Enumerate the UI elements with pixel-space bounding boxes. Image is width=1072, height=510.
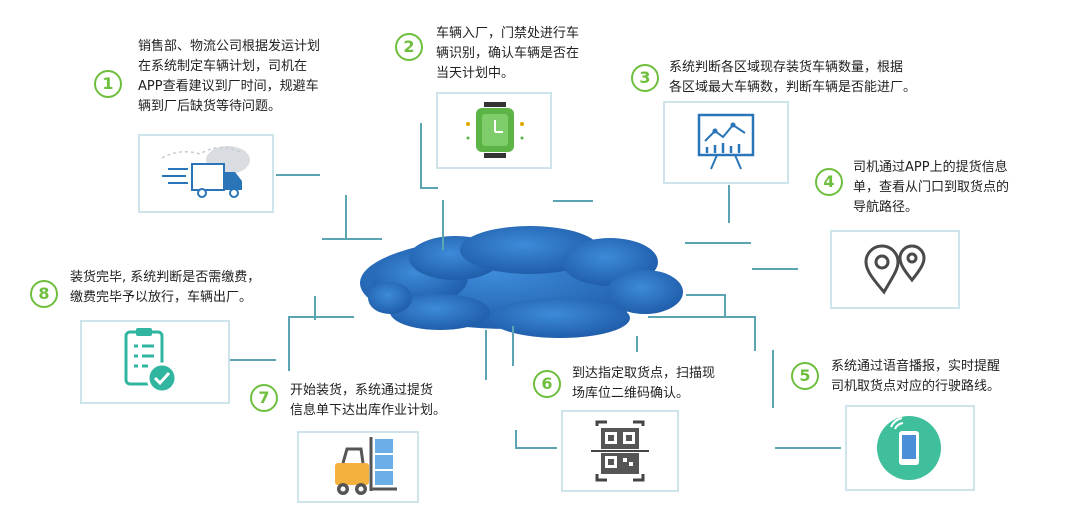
connector-line — [420, 187, 438, 189]
step-text-line: 销售部、物流公司根据发运计划 — [138, 39, 321, 54]
connector-line — [442, 200, 444, 250]
connector-line — [322, 238, 382, 240]
connector-line — [288, 316, 354, 318]
step-text-line: 导航路径。 — [853, 200, 919, 215]
phone-icon — [877, 416, 941, 480]
step-description: 装货完毕, 系统判断是否需缴费， 缴费完毕予以放行，车辆出厂。 — [70, 268, 260, 308]
map-pin-icon — [864, 244, 926, 295]
connector-line — [685, 242, 751, 244]
step-text-line: 开始装货，系统通过提货 — [290, 383, 434, 398]
connector-line — [314, 296, 316, 320]
connector-line — [230, 359, 276, 361]
step-description: 到达指定取货点，扫描现 场库位二维码确认。 — [572, 364, 715, 404]
step-number-badge: 5 — [791, 362, 819, 390]
qr-scan-icon — [591, 420, 649, 482]
step-text-line: 车辆入厂，门禁处进行车 — [436, 26, 580, 41]
step-number-badge: 6 — [533, 370, 561, 398]
connector-line — [752, 268, 798, 270]
connector-line — [288, 316, 290, 371]
connector-line — [648, 316, 754, 318]
step-text-line: 系统判断各区域现存装货车辆数量，根据 — [669, 60, 904, 75]
step-text-line: 当天计划中。 — [436, 66, 515, 81]
step-number-badge: 3 — [631, 64, 659, 92]
connector-line — [515, 430, 517, 448]
step-icon-card — [830, 230, 960, 309]
step-description: 司机通过APP上的提货信息 单，查看从门口到取货点的 导航路径。 — [853, 158, 1009, 218]
connector-line — [485, 330, 487, 380]
step-number-badge: 1 — [94, 70, 122, 98]
connector-line — [420, 123, 422, 187]
step-text-line: 辆到厂后缺货等待问题。 — [138, 99, 282, 114]
step-text-line: 司机取货点对应的行驶路线。 — [831, 379, 1001, 394]
connector-line — [686, 294, 724, 296]
step-icon-card — [138, 134, 274, 213]
connector-line — [345, 195, 347, 238]
clipboard-check-icon — [124, 328, 178, 394]
connector-line — [775, 447, 841, 449]
step-icon-card — [663, 101, 789, 184]
connector-line — [515, 447, 557, 449]
step-text-line: 装货完毕, 系统判断是否需缴费， — [70, 270, 261, 285]
step-text-line: 信息单下达出库作业计划。 — [290, 403, 447, 418]
step-text-line: 在系统制定车辆计划，司机在 — [138, 59, 308, 74]
step-text-line: APP查看建议到厂时间，规避车 — [138, 79, 319, 94]
step-icon-card — [80, 320, 230, 404]
gate-recognition-icon — [466, 102, 524, 158]
step-number-badge: 2 — [395, 33, 423, 61]
step-number-badge: 4 — [815, 168, 843, 196]
step-icon-card — [297, 431, 419, 503]
step-text-line: 各区域最大车辆数，判断车辆是否能进厂。 — [669, 80, 917, 95]
step-number-badge: 8 — [30, 280, 58, 308]
connector-line — [728, 185, 730, 223]
step-text-line: 到达指定取货点，扫描现 — [572, 366, 716, 381]
step-description: 系统判断各区域现存装货车辆数量，根据 各区域最大车辆数，判断车辆是否能进厂。 — [669, 58, 916, 98]
step-icon-card — [436, 92, 552, 169]
step-text-line: 系统通过语音播报，实时提醒 — [831, 359, 1001, 374]
analytics-board-icon — [697, 113, 755, 170]
forklift-icon — [335, 437, 397, 495]
step-text-line: 辆识别，确认车辆是否在 — [436, 46, 580, 61]
truck-icon — [161, 146, 250, 198]
step-description: 车辆入厂，门禁处进行车 辆识别，确认车辆是否在 当天计划中。 — [436, 24, 579, 84]
step-text-line: 司机通过APP上的提货信息 — [853, 160, 1008, 175]
connector-line — [754, 316, 756, 351]
connector-line — [512, 326, 514, 366]
step-text-line: 单，查看从门口到取货点的 — [853, 180, 1010, 195]
step-icon-card — [845, 405, 975, 491]
step-description: 销售部、物流公司根据发运计划 在系统制定车辆计划，司机在 APP查看建议到厂时间… — [138, 37, 320, 117]
step-description: 系统通过语音播报，实时提醒 司机取货点对应的行驶路线。 — [831, 357, 1000, 397]
connector-line — [276, 174, 320, 176]
step-text-line: 场库位二维码确认。 — [572, 386, 690, 401]
step-number-badge: 7 — [250, 384, 278, 412]
connector-line — [636, 336, 638, 352]
step-icon-card — [561, 410, 679, 492]
connector-line — [772, 350, 774, 408]
connector-line — [553, 200, 593, 202]
step-text-line: 缴费完毕予以放行，车辆出厂。 — [70, 290, 253, 305]
connector-line — [724, 294, 726, 316]
step-description: 开始装货，系统通过提货 信息单下达出库作业计划。 — [290, 381, 446, 421]
